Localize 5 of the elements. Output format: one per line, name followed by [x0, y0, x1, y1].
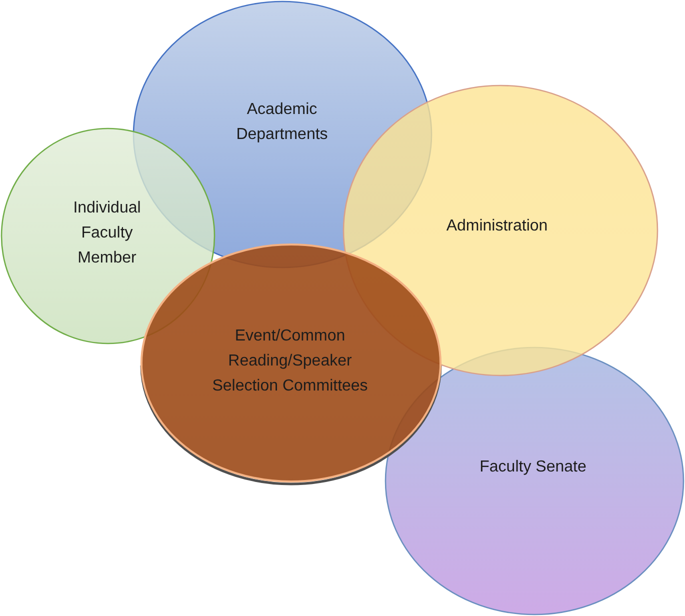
ellipse-label: Event/Common Reading/Speaker Selection Committees — [211, 326, 369, 396]
ellipse-label: Administration — [446, 216, 548, 236]
ellipse-label: Individual Faculty Member — [72, 198, 142, 268]
ellipse-label: Academic Departments — [235, 100, 329, 145]
ellipse-label: Faculty Senate — [480, 458, 586, 478]
